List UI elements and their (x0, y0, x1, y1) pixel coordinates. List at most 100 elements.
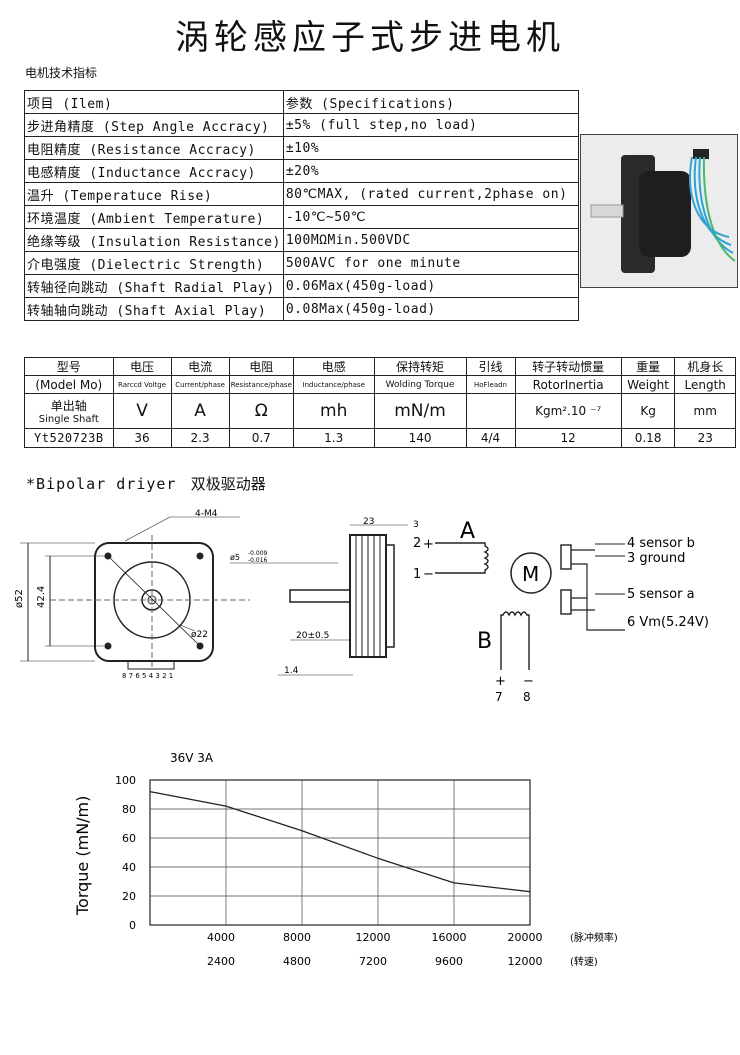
spec-label: 项目 (Ilem) (24, 90, 284, 114)
model-value: 0.7 (228, 428, 294, 448)
ground-label: 3 ground (627, 551, 685, 566)
model-header-en: HoFleadn (465, 375, 516, 394)
model-unit: Ω (228, 393, 294, 429)
model-header-cn: 电感 (292, 357, 375, 376)
vm-label: 6 Vm(5.24V) (627, 615, 709, 630)
torque-chart: 36V 3A Torque (mN/m) 1008060402004000240… (73, 751, 618, 968)
spec-row: 步进角精度 (Step Angle Accracy)±5% (full step… (24, 113, 580, 137)
x2-tick-label: 4800 (283, 955, 311, 968)
label-len14: 1.4 (284, 666, 299, 676)
plus-b: + (495, 674, 506, 689)
spec-row: 项目 (Ilem)参数 (Specifications) (24, 90, 580, 114)
model-header-cn: 引线 (465, 357, 516, 376)
spec-row: 电阻精度 (Resistance Accracy)±10% (24, 136, 580, 160)
label-42-4: 42.4 (36, 586, 47, 608)
bipolar-label-cn: 双极驱动器 (190, 475, 266, 493)
section-subtitle: 电机技术指标 (25, 66, 98, 80)
model-value: 36 (112, 428, 172, 448)
minus-a: − (423, 567, 434, 582)
model-unit: Kg (620, 393, 676, 429)
x2-tick-label: 12000 (508, 955, 543, 968)
spec-row: 转轴径向跳动 (Shaft Radial Play)0.06Max(450g-l… (24, 274, 580, 298)
spec-row: 绝缘等级 (Insulation Resistance)100MΩMin.500… (24, 228, 580, 252)
torque-series-line (149, 790, 531, 893)
model-header-cn: 电流 (170, 357, 230, 376)
model-header-cn: 型号 (24, 357, 114, 376)
spec-label: 介电强度 (Dielectric Strength) (24, 251, 284, 275)
spec-label: 步进角精度 (Step Angle Accracy) (24, 113, 284, 137)
y-axis-label: Torque (mN/m) (73, 796, 92, 916)
spec-row: 环境温度 (Ambient Temperature)-10℃~50℃ (24, 205, 580, 229)
spec-label: 环境温度 (Ambient Temperature) (24, 205, 284, 229)
model-header-cn: 机身长 (674, 357, 736, 376)
x-unit-label: (脉冲频率) (570, 931, 618, 944)
model-unit (465, 393, 516, 429)
spec-label: 电感精度 (Inductance Accracy) (24, 159, 284, 183)
spec-label: 绝缘等级 (Insulation Resistance) (24, 228, 284, 252)
model-header-en: Rarccd Voltge (112, 375, 172, 394)
single-shaft-cn: 单出轴 (50, 399, 87, 413)
model-header-cn: 电压 (112, 357, 172, 376)
model-value: 23 (674, 428, 736, 448)
x-tick-label: 20000 (508, 931, 543, 944)
page-title: 涡轮感应子式步进电机 (175, 18, 565, 58)
y-tick-label: 20 (122, 890, 136, 903)
pin1-label: 1 (413, 567, 421, 582)
label-dia52: ø52 (14, 589, 25, 608)
spec-row: 转轴轴向跳动 (Shaft Axial Play)0.08Max(450g-lo… (24, 297, 580, 321)
spec-label: 温升 (Temperatuce Rise) (24, 182, 284, 206)
model-value: 140 (373, 428, 467, 448)
model-unit: V (112, 393, 172, 429)
bipolar-label-en: *Bipolar driyer (26, 475, 177, 493)
model-value: 0.18 (620, 428, 676, 448)
minus-b: − (523, 674, 534, 689)
spec-label: 转轴径向跳动 (Shaft Radial Play) (24, 274, 284, 298)
label-dia22: ø22 (191, 630, 208, 640)
model-unit: A (170, 393, 230, 429)
pin2-label: 2 (413, 536, 421, 551)
label-len23: 23 (363, 517, 374, 527)
motor-photo (580, 134, 738, 288)
y-tick-label: 40 (122, 861, 136, 874)
spec-label: 电阻精度 (Resistance Accracy) (24, 136, 284, 160)
model-unit: mh (292, 393, 375, 429)
spec-row: 电感精度 (Inductance Accracy)±20% (24, 159, 580, 183)
label-4-m4: 4-M4 (195, 509, 218, 519)
sensor-a-label: 5 sensor a (627, 587, 695, 602)
model-table: 型号电压电流电阻电感保持转矩引线转子转动惯量重量机身长(Model Mo)Rar… (24, 357, 736, 448)
phase-b-label: B (477, 629, 492, 654)
label-pins: 8 7 6 5 4 3 2 1 (122, 672, 173, 680)
spec-value: ±20% (282, 159, 580, 183)
label-tol-top: -0.009 (248, 550, 268, 557)
model-value: 12 (514, 428, 622, 448)
plus-a: + (423, 537, 434, 552)
x-tick-label: 8000 (283, 931, 311, 944)
phase-a-label: A (460, 519, 475, 544)
spec-value: 参数 (Specifications) (282, 90, 580, 114)
plot-frame (149, 779, 531, 926)
label-len3: 3 (413, 520, 419, 530)
spec-row: 介电强度 (Dielectric Strength)500AVC for one… (24, 251, 580, 275)
spec-value: 100MΩMin.500VDC (282, 228, 580, 252)
y-tick-label: 100 (115, 774, 136, 787)
chart-title: 36V 3A (170, 751, 214, 765)
y-tick-label: 80 (122, 803, 136, 816)
x-tick-label: 16000 (432, 931, 467, 944)
y-tick-label: 0 (129, 919, 136, 932)
wiring-diagram: A 2 + 1 − M B + 7 − 8 4 sensor b 3 groun… (413, 519, 709, 704)
y-tick-label: 60 (122, 832, 136, 845)
pin7-label: 7 (495, 690, 503, 704)
model-header-en: Current/phase (170, 375, 230, 394)
spec-value: ±5% (full step,no load) (282, 113, 580, 137)
model-value: 4/4 (465, 428, 516, 448)
x-tick-label: 12000 (356, 931, 391, 944)
model-header-en: (Model Mo) (24, 375, 114, 394)
single-shaft-en: Single Shaft (38, 414, 99, 425)
model-header-cn: 重量 (620, 357, 676, 376)
side-view-drawing: ø5 -0.009 -0.016 23 3 20±0.5 1.4 (230, 517, 419, 676)
model-header-cn: 保持转矩 (373, 357, 467, 376)
pin8-label: 8 (523, 690, 531, 704)
model-number: Yt520723B (24, 428, 114, 448)
model-header-en: Wolding Torque (373, 375, 467, 394)
